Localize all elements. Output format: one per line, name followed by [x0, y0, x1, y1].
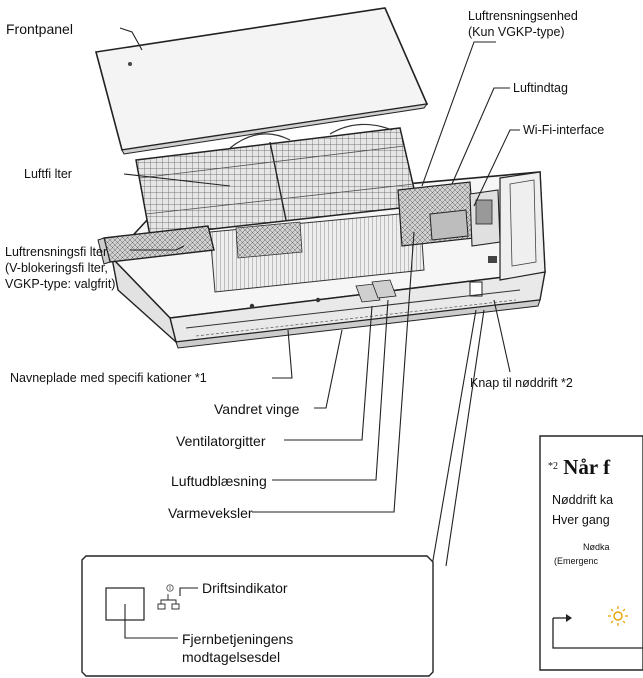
label-emergency-button: Knap til nøddrift *2 — [470, 376, 573, 390]
leader-detail-1 — [431, 309, 477, 567]
label-air-filter: Luftfi lter — [24, 167, 72, 181]
leader-air-filter — [123, 173, 231, 187]
label-purifier-filter-line3: VGKP-type: valgfrit) — [5, 277, 116, 291]
heat-exchanger — [209, 211, 425, 309]
leader-purifier — [421, 41, 496, 187]
leader-air-intake — [451, 87, 510, 185]
leader-nameplate — [272, 329, 293, 379]
leader-lines — [119, 27, 520, 567]
label-purifier-line2: (Kun VGKP-type) — [468, 25, 565, 39]
label-receiver-line2: modtagelsesdel — [182, 649, 281, 665]
leader-wifi — [473, 129, 520, 207]
label-air-outlet: Luftudblæsning — [171, 473, 267, 489]
leader-heat-exchanger — [252, 231, 415, 513]
air-purification-filter — [97, 225, 215, 265]
operation-indicator-icon — [157, 594, 180, 610]
label-receiver-line1: Fjernbetjeningens — [182, 631, 294, 647]
label-air-intake: Luftindtag — [513, 81, 568, 95]
note-title-text: Når f — [563, 455, 611, 479]
leader-horizontal-vane — [314, 329, 343, 409]
leader-detail-2 — [445, 309, 485, 567]
label-purifier-line1: Luftrensningsenhed — [468, 9, 578, 23]
leader-air-outlet — [272, 299, 389, 481]
label-purifier-filter-line2: (V-blokeringsfi lter, — [5, 261, 108, 275]
note-line1: Nøddrift ka — [552, 493, 614, 507]
label-operation-indicator: Driftsindikator — [202, 580, 288, 596]
emergency-note-box — [539, 435, 643, 671]
label-nameplate: Navneplade med specifi kationer *1 — [10, 371, 207, 385]
note-marker: *2 — [548, 461, 558, 472]
label-purifier-filter-line1: Luftrensningsfi lter — [5, 245, 108, 259]
purifier-and-wifi-area — [397, 181, 501, 297]
indicator-lamp-icon — [166, 584, 174, 592]
air-outlet-vanes — [185, 279, 521, 337]
leader-emergency-button — [493, 299, 511, 373]
note-title: *2 Når f — [548, 455, 610, 479]
label-wifi-interface: Wi-Fi-interface — [523, 123, 605, 137]
note-sub2: (Emergenc — [554, 556, 599, 566]
detail-callout — [81, 555, 434, 677]
leader-purifier-filter — [130, 245, 185, 251]
label-frontpanel: Frontpanel — [6, 21, 73, 37]
note-line2: Hver gang — [552, 513, 610, 527]
label-fan-grille: Ventilatorgitter — [176, 433, 266, 449]
label-heat-exchanger: Varmeveksler — [168, 505, 253, 521]
label-horizontal-vane: Vandret vinge — [214, 401, 300, 417]
leader-fan-grille — [284, 305, 373, 441]
front-panel — [94, 7, 429, 155]
note-sub1: Nødka — [583, 542, 610, 552]
leader-frontpanel — [119, 27, 143, 51]
sun-indicator-icon — [608, 606, 628, 626]
